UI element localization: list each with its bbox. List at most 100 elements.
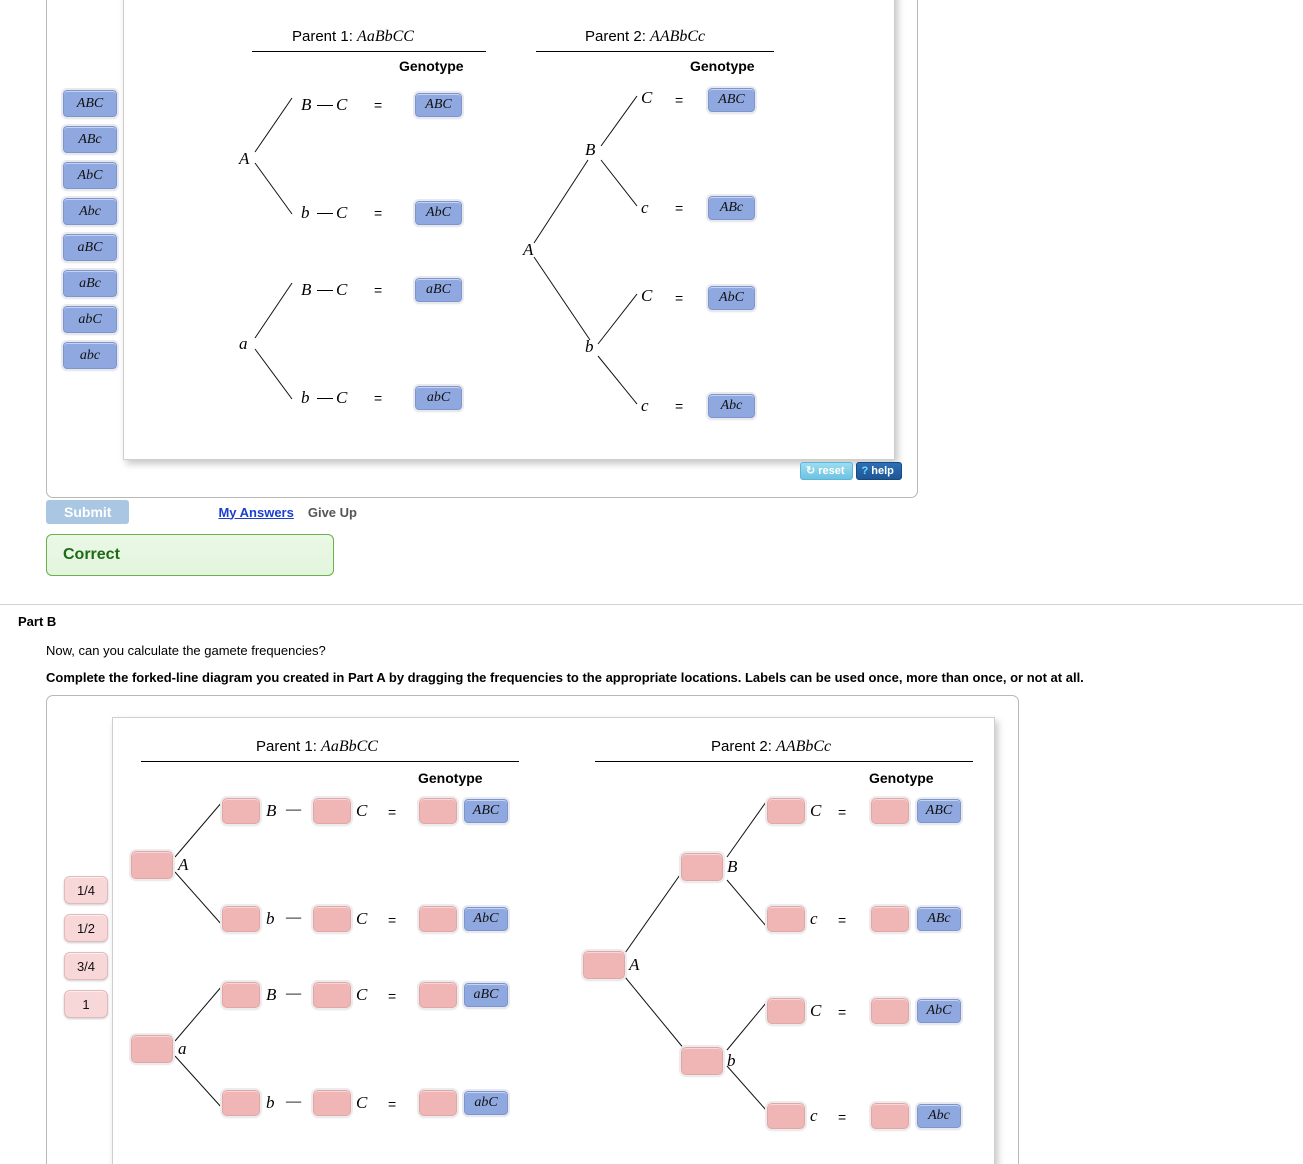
part-b-parent1-title: Parent 1: AaBbCC (256, 738, 378, 755)
title-rule (141, 761, 519, 762)
allele: C (641, 286, 653, 305)
draggable-label[interactable]: abc (61, 340, 119, 371)
part-a-p2-answer-slot[interactable]: AbC (706, 284, 757, 312)
part-b-p1-freq-dropzone[interactable] (220, 1088, 262, 1118)
part-b-p2-node-b: b (727, 1051, 736, 1070)
allele: c (810, 1106, 818, 1125)
part-b-label-bank: 1/4 1/2 3/4 1 (64, 876, 108, 1028)
part-b-p1-result-dropzone[interactable] (417, 904, 459, 934)
reset-button[interactable]: ↻ reset (800, 462, 853, 480)
draggable-label[interactable]: ABc (61, 124, 119, 155)
part-b-p2-genotype: ABc (915, 905, 963, 933)
part-b-p1-freq-dropzone[interactable] (311, 1088, 353, 1118)
allele: C (810, 801, 822, 820)
part-b-p2-result-dropzone[interactable] (869, 904, 911, 934)
draggable-label[interactable]: abC (61, 304, 119, 335)
give-up-link[interactable]: Give Up (307, 504, 357, 520)
part-b-p2-result-dropzone[interactable] (869, 796, 911, 826)
allele: C (810, 1001, 822, 1020)
part-b-p1-root2-dropzone[interactable] (129, 1033, 175, 1065)
part-b-p1-freq-dropzone[interactable] (220, 904, 262, 934)
help-label: help (871, 464, 894, 477)
part-b-p2-freq-dropzone[interactable] (765, 996, 807, 1026)
part-a-drag-panel[interactable] (123, 0, 895, 460)
part-a-p1-answer-slot[interactable]: AbC (413, 199, 464, 227)
part-a-p1-answer-slot[interactable]: aBC (413, 276, 464, 304)
part-b-instruction: Complete the forked-line diagram you cre… (46, 670, 1084, 685)
part-b-parent1-genotype-header: Genotype (418, 770, 483, 786)
part-b-p1-freq-dropzone[interactable] (311, 980, 353, 1010)
submit-button[interactable]: Submit (46, 500, 130, 524)
equals: = (374, 282, 383, 298)
dash (317, 105, 333, 106)
equals: = (675, 200, 684, 216)
part-b-p1-genotype: abC (462, 1089, 510, 1117)
part-b-p2-genotype: AbC (915, 997, 963, 1025)
equals: = (374, 97, 383, 113)
part-b-p2-freq-dropzone[interactable] (765, 796, 807, 826)
part-b-p1-result-dropzone[interactable] (417, 796, 459, 826)
part-a-p1-root-A: A (239, 149, 250, 168)
draggable-frequency-label[interactable]: 3/4 (64, 952, 108, 980)
equals: = (675, 290, 684, 306)
equals: = (675, 92, 684, 108)
part-b-p2-freq-dropzone[interactable] (765, 904, 807, 934)
allele: b (301, 203, 310, 222)
part-a-p1-answer-slot[interactable]: ABC (413, 91, 464, 119)
part-b-p1-freq-dropzone[interactable] (311, 796, 353, 826)
equals: = (838, 1109, 847, 1125)
draggable-label[interactable]: aBc (61, 268, 119, 299)
allele: C (356, 801, 368, 820)
reset-label: reset (818, 464, 845, 477)
part-b-p2-root-dropzone[interactable] (581, 949, 627, 981)
part-b-p2-result-dropzone[interactable] (869, 1101, 911, 1131)
equals: = (388, 804, 397, 820)
help-button[interactable]: ? help (855, 462, 902, 480)
dash (317, 398, 333, 399)
part-b-p1-result-dropzone[interactable] (417, 980, 459, 1010)
draggable-frequency-label[interactable]: 1/2 (64, 914, 108, 942)
draggable-frequency-label[interactable]: 1/4 (64, 876, 108, 904)
allele: c (810, 909, 818, 928)
my-answers-link[interactable]: My Answers (218, 504, 294, 520)
dash: — (286, 983, 302, 1002)
dash (317, 290, 333, 291)
draggable-frequency-label[interactable]: 1 (64, 990, 108, 1018)
allele: B (266, 801, 277, 820)
part-b-p2-result-dropzone[interactable] (869, 996, 911, 1026)
part-b-p2-node-b-dropzone[interactable] (679, 1045, 725, 1077)
part-b-p1-freq-dropzone[interactable] (220, 796, 262, 826)
circular-arrow-icon: ↻ (806, 465, 816, 477)
part-b-drag-panel[interactable] (112, 717, 995, 1164)
part-b-p2-freq-dropzone[interactable] (765, 1101, 807, 1131)
part-a-submit-row: Submit My Answers Give Up (46, 500, 357, 524)
part-b-p1-result-dropzone[interactable] (417, 1088, 459, 1118)
part-a-p2-root-A: A (523, 240, 534, 259)
dash: — (286, 799, 302, 818)
draggable-label[interactable]: Abc (61, 196, 119, 227)
allele: b (266, 1093, 275, 1112)
part-b-parent2-title: Parent 2: AABbCc (711, 738, 832, 755)
draggable-label[interactable]: aBC (61, 232, 119, 263)
part-b-p2-node-B-dropzone[interactable] (679, 851, 725, 883)
part-a-p2-answer-slot[interactable]: Abc (706, 392, 757, 420)
part-a-parent2-title: Parent 2: AABbCc (585, 28, 706, 45)
draggable-label[interactable]: AbC (61, 160, 119, 191)
part-b-p2-genotype: ABC (915, 797, 963, 825)
part-b-p2-node-B: B (727, 857, 738, 876)
part-b-p1-root-dropzone[interactable] (129, 849, 175, 881)
dash: — (286, 907, 302, 926)
part-a-p2-node-B: B (585, 140, 596, 159)
part-b-p1-freq-dropzone[interactable] (220, 980, 262, 1010)
part-b-p1-root-a: a (178, 1039, 187, 1058)
dash: — (286, 1091, 302, 1110)
allele: c (641, 198, 649, 217)
part-a-label-bank: ABC ABc AbC Abc aBC aBc abC abc (61, 88, 119, 378)
allele: C (641, 88, 653, 107)
draggable-label[interactable]: ABC (61, 88, 119, 119)
part-b-p1-freq-dropzone[interactable] (311, 904, 353, 934)
part-a-p2-answer-slot[interactable]: ABc (706, 194, 757, 222)
part-a-p2-answer-slot[interactable]: ABC (706, 86, 757, 114)
part-a-p1-answer-slot[interactable]: abC (413, 384, 464, 412)
title-rule (595, 761, 973, 762)
